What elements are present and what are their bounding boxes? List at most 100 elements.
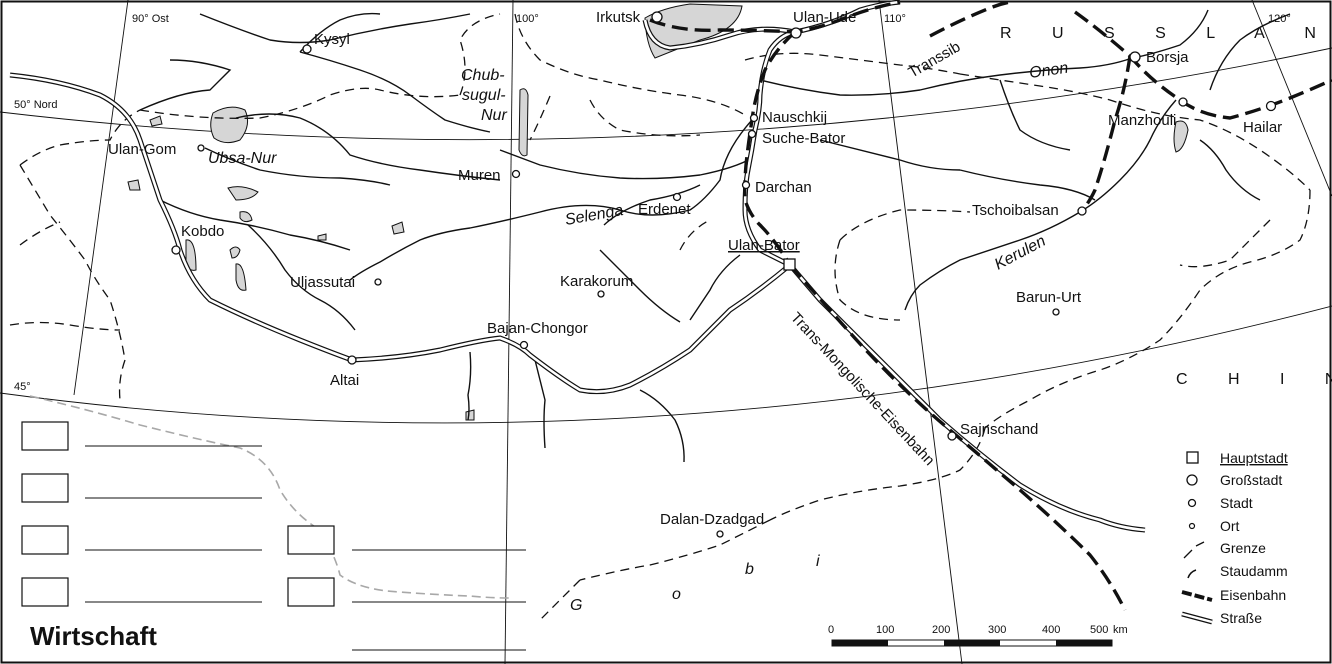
marker-barun-urt	[1052, 308, 1060, 316]
marker-manzhouli	[1178, 97, 1188, 107]
answer-box-1[interactable]	[21, 421, 69, 451]
marker-suche-bator	[747, 129, 757, 139]
legend-town-icon	[1188, 522, 1196, 530]
scale-unit: km	[1113, 624, 1128, 636]
scale-bar: 0 100 200 300 400 500 km	[828, 624, 1128, 647]
city-markers	[171, 11, 1277, 538]
marker-karakorum	[597, 290, 605, 298]
label-dalan-dzadgad: Dalan-Dzadgad	[660, 511, 764, 528]
answer-boxes[interactable]	[21, 421, 526, 651]
lakes	[127, 3, 1189, 421]
legend-border: Grenze	[1220, 540, 1266, 556]
lake-chubsugul	[518, 88, 529, 157]
svg-text:b: b	[745, 561, 754, 578]
marker-altai	[347, 355, 357, 365]
marker-kysyl	[302, 44, 312, 54]
gobi-label: G o b i	[570, 553, 820, 614]
marker-erdenet	[672, 192, 682, 202]
marker-kobdo	[171, 245, 181, 255]
label-tschoibalsan: Tschoibalsan	[972, 202, 1059, 219]
legend-road: Straße	[1220, 610, 1262, 626]
label-chubsugul-2: sugul-	[462, 87, 506, 104]
label-karakorum: Karakorum	[560, 273, 633, 290]
lake-ubsa-nur	[210, 106, 249, 144]
label-ulan-bator: Ulan-Bator	[728, 237, 800, 254]
label-nauschkij: Nauschkij	[762, 109, 827, 126]
legend-border-icon	[1183, 541, 1205, 559]
lake-baikal	[644, 3, 743, 59]
marker-sajnschand	[947, 431, 957, 441]
rivers	[139, 9, 1291, 463]
label-ulan-gom: Ulan-Gom	[108, 141, 176, 158]
legend-capital: Hauptstadt	[1220, 450, 1288, 466]
label-lon-110: 110°	[884, 13, 906, 25]
label-ulan-ude: Ulan-Ude	[793, 9, 856, 26]
legend: Hauptstadt Großstadt Stadt Ort Grenze St…	[1181, 450, 1288, 626]
answer-box-6[interactable]	[287, 577, 335, 607]
label-kysyl: Kysyl	[314, 31, 350, 48]
scale-tick-0: 0	[828, 624, 834, 636]
scale-tick-400: 400	[1042, 624, 1060, 636]
label-lon-120: 120°	[1268, 13, 1291, 25]
label-lon-100: 100°	[516, 13, 539, 25]
answer-box-3[interactable]	[21, 525, 69, 555]
legend-road-icon	[1181, 612, 1213, 624]
label-lat-45: 45°	[14, 381, 31, 393]
marker-nauschkij	[749, 113, 759, 123]
legend-town: Ort	[1220, 518, 1240, 534]
label-transsib: Transsib	[906, 38, 964, 81]
city-labels: Irkutsk Ulan-Ude Kysyl Borsja Nauschkij …	[108, 9, 1282, 528]
label-uljassutai: Uljassutai	[290, 274, 355, 291]
label-borsja: Borsja	[1146, 49, 1189, 66]
marker-ulan-bator-capital	[783, 258, 796, 271]
label-russia: R U S S L A N D	[1000, 25, 1332, 42]
label-altai: Altai	[330, 372, 359, 389]
answer-box-2[interactable]	[21, 473, 69, 503]
marker-hailar	[1265, 100, 1277, 112]
label-ubsa-nur: Ubsa-Nur	[208, 150, 277, 167]
label-irkutsk: Irkutsk	[596, 9, 641, 26]
borders	[9, 13, 1311, 621]
scale-tick-100: 100	[876, 624, 894, 636]
label-suche-bator: Suche-Bator	[762, 130, 845, 147]
legend-large-city: Großstadt	[1220, 472, 1282, 488]
label-chubsugul-1: Chub-	[461, 67, 505, 84]
svg-text:G: G	[570, 597, 582, 614]
label-lon-90: 90° Ost	[132, 13, 169, 25]
label-muren: Muren	[458, 167, 501, 184]
marker-ulan-gom	[197, 144, 205, 152]
label-kobdo: Kobdo	[181, 223, 224, 240]
answer-box-4[interactable]	[21, 577, 69, 607]
svg-text:i: i	[816, 553, 820, 570]
label-bajan-chongor: Bajan-Chongor	[487, 320, 588, 337]
grey-border	[29, 395, 511, 599]
marker-irkutsk	[651, 11, 663, 23]
label-trans-mongolian: Trans-Mongolische-Eisenbahn	[787, 309, 938, 469]
marker-darchan	[741, 180, 751, 190]
marker-bajan-chongor	[519, 340, 529, 350]
answer-box-5[interactable]	[287, 525, 335, 555]
legend-capital-icon	[1186, 451, 1199, 464]
marker-ulan-ude	[790, 27, 802, 39]
label-manzhouli: Manzhouli	[1108, 112, 1176, 129]
label-barun-urt: Barun-Urt	[1016, 289, 1082, 306]
label-china: C H I N A	[1176, 371, 1332, 388]
marker-muren	[511, 169, 521, 179]
label-chubsugul-3: Nur	[481, 107, 507, 124]
scale-tick-200: 200	[932, 624, 950, 636]
scale-tick-500: 500	[1090, 624, 1108, 636]
legend-dam-icon	[1187, 569, 1197, 579]
graticule-labels: 90° Ost 100° 110° 120° 50° Nord 45°	[14, 13, 1291, 393]
legend-city: Stadt	[1220, 495, 1253, 511]
marker-borsja	[1129, 51, 1141, 63]
legend-railway: Eisenbahn	[1220, 587, 1286, 603]
water-labels: Chub- sugul- Nur Ubsa-Nur Selenga Onon K…	[208, 60, 1069, 274]
legend-city-icon	[1187, 498, 1197, 508]
map-title: Wirtschaft	[30, 621, 157, 651]
label-erdenet: Erdenet	[638, 201, 691, 218]
marker-dalan-dzadgad	[716, 530, 724, 538]
label-lat-50: 50° Nord	[14, 99, 58, 111]
scale-tick-300: 300	[988, 624, 1006, 636]
